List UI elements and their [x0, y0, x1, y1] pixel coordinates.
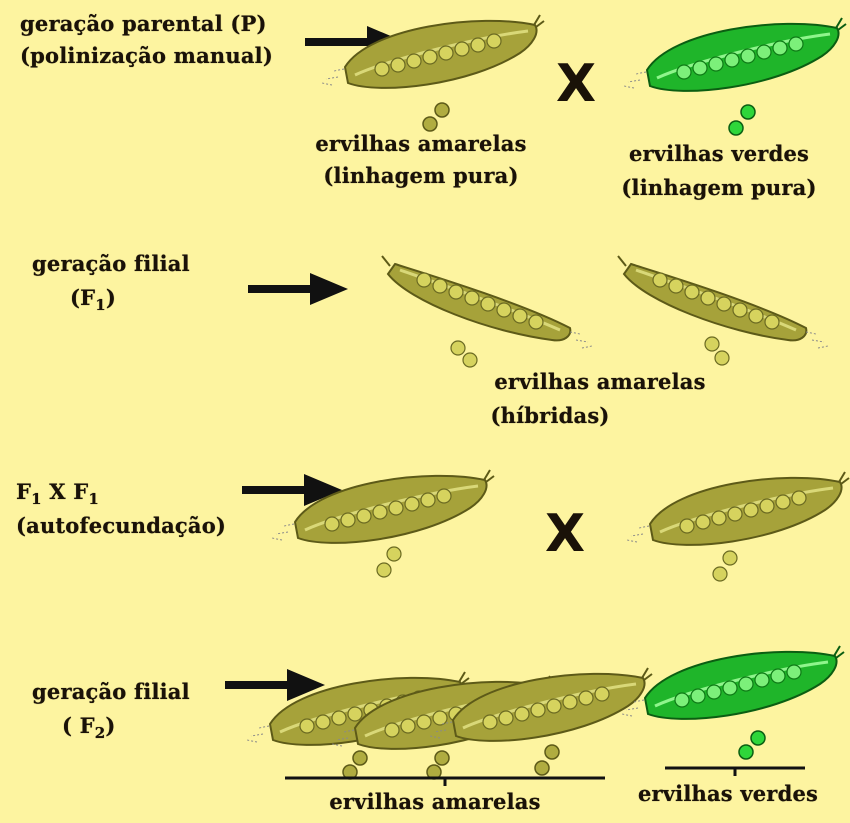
- f2-label-line2: ( F2): [62, 714, 116, 740]
- parental-left-caption-line1: ervilhas amarelas: [296, 132, 546, 156]
- parental-right-caption-line2: (linhagem pura): [604, 176, 834, 200]
- f2-label-sub: 2: [95, 724, 106, 742]
- f1-label-prefix: (F: [70, 285, 95, 310]
- f1-cross-symbol: X: [545, 508, 585, 560]
- f1-label-line1: geração filial: [32, 252, 190, 276]
- parental-cross-symbol: X: [556, 58, 596, 110]
- f1-cross-x: X F: [42, 479, 89, 504]
- f1-label-sub: 1: [95, 296, 106, 314]
- f1-label-suffix: ): [106, 285, 116, 310]
- f1-label-line2: (F1): [70, 286, 116, 312]
- parental-left-caption-line2: (linhagem pura): [296, 164, 546, 188]
- parental-right-caption-line1: ervilhas verdes: [604, 142, 834, 166]
- arrow-f1: [248, 273, 348, 305]
- f2-green-bracket: [665, 768, 805, 776]
- f1-caption-line1: ervilhas amarelas: [470, 370, 730, 394]
- f1-cross-label-line1: F1 X F1: [16, 480, 99, 506]
- f2-green-caption: ervilhas verdes: [618, 782, 838, 806]
- f2-label-prefix: ( F: [62, 713, 95, 738]
- pod-yellow-f1-left: [382, 256, 592, 348]
- pod-yellow-f1-right: [618, 256, 828, 348]
- pod-yellow-parental: [322, 15, 544, 88]
- f1-cross-f-a: F: [16, 479, 31, 504]
- f1-caption-line2: (híbridas): [470, 404, 630, 428]
- f2-yellow-bracket: [285, 778, 605, 786]
- f1-cross-label-line2: (autofecundação): [16, 514, 226, 538]
- pod-green-f2: [622, 646, 844, 719]
- f2-label-line1: geração filial: [32, 680, 190, 704]
- parental-label-line1: geração parental (P): [20, 12, 267, 36]
- f2-yellow-caption: ervilhas amarelas: [300, 790, 570, 814]
- parental-label-line2: (polinização manual): [20, 44, 273, 68]
- f1-cross-sub-a: 1: [31, 490, 42, 508]
- f2-label-suffix: ): [105, 713, 115, 738]
- pod-green-parental: [624, 18, 846, 91]
- pod-yellow-f1-cross-right: [627, 472, 849, 545]
- f1-cross-sub-b: 1: [88, 490, 99, 508]
